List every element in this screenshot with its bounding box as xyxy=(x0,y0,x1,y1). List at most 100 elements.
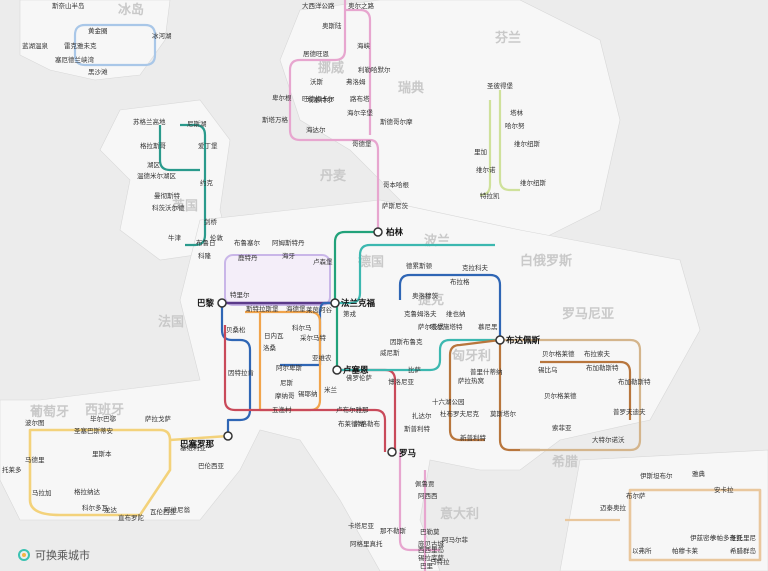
station-label[interactable]: 巴伦西亚 xyxy=(198,461,225,470)
station-label[interactable]: 阿马尔菲 xyxy=(442,535,469,544)
station-label[interactable]: 阿姆斯特丹 xyxy=(272,238,305,247)
station-label[interactable]: 大特尔诺沃 xyxy=(592,435,625,444)
station-label[interactable]: 温德米尔湖区 xyxy=(137,171,177,180)
station-label[interactable]: 萨拉戈萨 xyxy=(145,414,172,423)
station-label[interactable]: 扎达尔 xyxy=(412,411,432,420)
station-label[interactable]: 西西里岛 xyxy=(418,545,444,554)
hub-marker-barcelona[interactable] xyxy=(223,431,233,441)
station-label[interactable]: 牛津 xyxy=(168,233,182,242)
station-label[interactable]: 伦敦 xyxy=(210,233,224,242)
station-label[interactable]: 海峡 xyxy=(357,41,371,50)
station-label[interactable]: 曼彻斯特 xyxy=(154,191,181,200)
station-label[interactable]: 海德堡 xyxy=(286,304,306,313)
station-label[interactable]: 马德里 xyxy=(25,455,45,464)
station-label[interactable]: 哥德堡 xyxy=(352,139,372,148)
station-label[interactable]: 威尼斯 xyxy=(380,348,400,357)
route-barcelona-link[interactable] xyxy=(169,434,229,442)
station-label[interactable]: 海达尔 xyxy=(306,125,326,134)
station-label[interactable]: 格拉纳达 xyxy=(74,487,101,496)
route-north-b[interactable] xyxy=(345,8,372,135)
station-label[interactable]: 索菲亚 xyxy=(552,423,572,432)
route-iceland[interactable] xyxy=(73,23,157,67)
station-label[interactable]: 佛罗伦萨 xyxy=(346,373,373,382)
station-label[interactable]: 沃斯 xyxy=(310,77,324,86)
station-label[interactable]: 德累斯顿 xyxy=(406,261,433,270)
station-label[interactable]: 萨尔茨堡 xyxy=(418,322,445,331)
route-lucerne-budapest[interactable] xyxy=(340,338,500,372)
station-label[interactable]: 锡比乌 xyxy=(538,365,558,374)
station-label[interactable]: 第戎 xyxy=(343,309,357,318)
station-label[interactable]: 居德旺恩 xyxy=(303,49,330,58)
route-greece[interactable] xyxy=(628,488,762,562)
station-label[interactable]: 圣彼得堡 xyxy=(487,81,514,90)
station-label[interactable]: 斯塔万格 xyxy=(262,115,289,124)
station-label[interactable]: 海尔辛堡 xyxy=(347,108,374,117)
route-blue-east[interactable] xyxy=(398,273,502,340)
station-label[interactable]: 马特拉 xyxy=(430,557,450,566)
station-label[interactable]: 斯德哥尔摩 xyxy=(380,117,413,126)
route-brown[interactable] xyxy=(448,338,501,442)
station-label[interactable]: 圣塞巴斯蒂安 xyxy=(74,426,114,435)
station-label[interactable]: 龙达 xyxy=(104,505,118,514)
station-label[interactable]: 庞贝古城 xyxy=(418,539,445,548)
station-label[interactable]: 圣托里尼 xyxy=(730,533,756,542)
station-label[interactable]: 阿西西 xyxy=(418,491,438,500)
station-label[interactable]: 里加 xyxy=(474,147,487,156)
station-label[interactable]: 迈泰奥拉 xyxy=(600,503,627,512)
station-label[interactable]: 卢森堡 xyxy=(313,257,333,266)
station-label[interactable]: 因斯布鲁克 xyxy=(390,337,423,346)
station-label[interactable]: 黑沙滩 xyxy=(88,67,108,76)
station-label[interactable]: 卡帕多奇亚 xyxy=(710,533,743,542)
station-label[interactable]: 布加勒斯特 xyxy=(586,363,619,372)
station-label[interactable]: 卢布尔雅那 xyxy=(336,405,369,414)
station-label[interactable]: 维也纳 xyxy=(446,309,466,318)
station-label[interactable]: 亚维农 xyxy=(312,353,332,362)
station-label[interactable]: 普里什蒂纳 xyxy=(470,367,503,376)
station-label[interactable]: 五渔村 xyxy=(272,405,292,414)
station-label[interactable]: 帕穆卡莱 xyxy=(672,546,699,555)
station-label[interactable]: 冰河湖 xyxy=(152,31,172,40)
transfer-city-toggle[interactable]: 可换乘城市 xyxy=(18,544,90,566)
station-label[interactable]: 那不勒斯 xyxy=(380,526,407,535)
station-label[interactable]: 哥本哈根 xyxy=(383,180,410,189)
station-label[interactable]: 维尔纽斯 xyxy=(520,178,547,187)
station-label[interactable]: 以弗所 xyxy=(632,546,652,555)
station-label[interactable]: 巴勒莫 xyxy=(420,527,440,536)
station-label[interactable]: 直布罗陀 xyxy=(118,513,145,522)
station-label[interactable]: 布拉格 xyxy=(450,277,470,286)
station-label[interactable]: 托莱多 xyxy=(2,465,22,474)
station-label[interactable]: 布拉索夫 xyxy=(584,349,611,358)
station-label[interactable]: 里斯本 xyxy=(92,449,112,458)
station-label[interactable]: 科尔马 xyxy=(292,323,312,332)
hub-marker-rome[interactable] xyxy=(387,447,397,457)
station-label[interactable]: 洛桑 xyxy=(263,343,277,352)
hub-marker-budapest[interactable] xyxy=(495,335,505,345)
station-label[interactable]: 蓝湖温泉 xyxy=(22,41,49,50)
station-label[interactable]: 毕尔巴鄂 xyxy=(90,414,117,423)
station-label[interactable]: 锡拉库萨 xyxy=(418,553,445,562)
station-label[interactable]: 尼斯 xyxy=(280,378,294,387)
station-label[interactable]: 巴里 xyxy=(420,562,434,570)
station-label[interactable]: 新普利特 xyxy=(460,433,487,442)
station-label[interactable]: 奥尔之路 xyxy=(348,1,375,10)
station-label[interactable]: 马拉加 xyxy=(32,488,52,497)
station-label[interactable]: 埃塞特尔 xyxy=(307,95,334,104)
station-label[interactable]: 湖区 xyxy=(147,160,161,169)
station-label[interactable]: 布尔萨 xyxy=(626,491,646,500)
route-iberia[interactable] xyxy=(28,428,172,517)
station-label[interactable]: 锡耶纳 xyxy=(298,389,318,398)
station-label[interactable]: 奥洛穆茨 xyxy=(412,291,439,300)
station-label[interactable]: 十六湖公园 xyxy=(432,397,465,406)
station-label[interactable]: 约克 xyxy=(200,178,214,187)
station-label[interactable]: 瓦伦西亚 xyxy=(150,507,177,516)
station-label[interactable]: 大西洋公路 xyxy=(302,1,335,10)
station-label[interactable]: 旺德梅卡尔 xyxy=(302,94,335,103)
station-label[interactable]: 佩鲁贾 xyxy=(415,479,435,488)
station-label[interactable]: 萨拉热窝 xyxy=(458,376,485,385)
station-label[interactable]: 贝尔格莱德 xyxy=(542,349,575,358)
route-orange-b[interactable] xyxy=(245,310,322,372)
station-label[interactable]: 伊兹密尔 xyxy=(690,533,717,542)
route-uk[interactable] xyxy=(180,123,207,247)
station-label[interactable]: 摩纳哥 xyxy=(275,391,295,400)
route-berlin-frankfurt[interactable] xyxy=(333,230,378,303)
